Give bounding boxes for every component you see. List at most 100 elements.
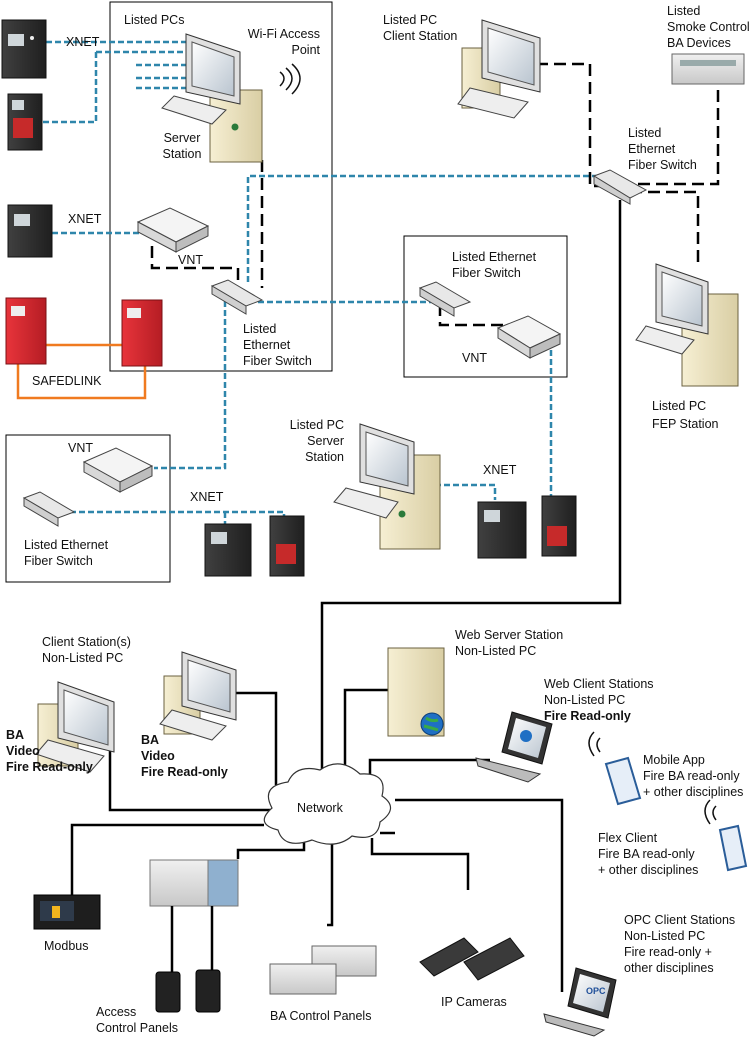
modbus-device-icon <box>33 894 101 930</box>
opc-client-label-4: other disciplines <box>624 961 714 975</box>
web-client-label-3: Fire Read-only <box>544 709 631 723</box>
fiber-switch-icon <box>418 281 472 317</box>
web-server-icon <box>387 647 445 737</box>
wifi-label-2: Point <box>291 43 321 57</box>
opc-client-label-3: Fire read-only + <box>624 945 712 959</box>
fiber-switch-label-2: Ethernet <box>243 338 291 352</box>
fire-panel-icon <box>204 523 252 577</box>
client-station-label-2: Client Station <box>383 29 458 43</box>
fiber-switch-label-3: Fiber Switch <box>628 158 697 172</box>
listed-pcs-label: Listed PCs <box>124 13 185 27</box>
access-control-label-1: Access <box>96 1005 137 1019</box>
access-controller-icon <box>149 859 239 907</box>
ba-control-panels-label: BA Control Panels <box>270 1009 372 1023</box>
fiber-switch-label-2: Ethernet <box>628 142 676 156</box>
fep-station-label-1: Listed PC <box>652 399 707 413</box>
xnet-label: XNET <box>190 490 224 504</box>
smoke-control-label-2: Smoke Control <box>667 20 750 34</box>
fire-panel-icon <box>269 515 305 577</box>
card-reader-icon <box>155 969 221 1013</box>
fiber-switch-label-2: Fiber Switch <box>24 554 93 568</box>
role-label: Fire Read-only <box>141 765 228 779</box>
fiber-switch-label-2: Fiber Switch <box>452 266 521 280</box>
web-server-label-1: Web Server Station <box>455 628 564 642</box>
role-label: Fire Read-only <box>6 760 93 774</box>
laptop-icon <box>475 711 553 783</box>
role-label: BA <box>6 728 25 742</box>
wifi-label-1: Wi-Fi Access <box>247 27 320 41</box>
opc-logo-text: OPC <box>586 986 606 996</box>
vnt-icon <box>496 315 562 359</box>
xnet-label: XNET <box>66 35 100 49</box>
safedlink-label: SAFEDLINK <box>32 374 102 388</box>
client-station-label-1: Client Station(s) <box>42 635 131 649</box>
server-station-label-2: Station <box>162 147 202 161</box>
ip-cameras-label: IP Cameras <box>441 995 507 1009</box>
network-label: Network <box>297 801 343 815</box>
laptop-icon: OPC <box>543 967 617 1037</box>
smoke-control-label-1: Listed <box>667 4 701 18</box>
fep-station-icon <box>635 263 739 387</box>
mobile-phone-icon <box>704 799 748 872</box>
vnt-label: VNT <box>68 441 93 455</box>
xnet-label: XNET <box>483 463 517 477</box>
flex-client-label-2: Fire BA read-only <box>598 847 695 861</box>
smoke-control-label-3: BA Devices <box>667 36 731 50</box>
server-station-icon <box>333 423 441 550</box>
server-station-label-1: Listed PC <box>289 418 344 432</box>
modbus-label: Modbus <box>44 939 89 953</box>
fire-panel-icon <box>541 495 577 557</box>
mobile-app-label-1: Mobile App <box>643 753 705 767</box>
web-client-label-1: Web Client Stations <box>544 677 654 691</box>
red-fire-panel-icon <box>121 299 163 367</box>
flex-client-label-3: + other disciplines <box>598 863 699 877</box>
mobile-app-label-2: Fire BA read-only <box>643 769 740 783</box>
fiber-switch-icon <box>592 169 648 205</box>
ip-camera-icon <box>419 937 525 981</box>
flex-client-label-1: Flex Client <box>598 831 658 845</box>
role-label: BA <box>141 733 160 747</box>
server-station-icon <box>161 33 301 163</box>
fep-station-label-2: FEP Station <box>652 417 719 431</box>
fiber-switch-icon <box>210 279 264 315</box>
vnt-label: VNT <box>178 253 203 267</box>
mobile-app-label-3: + other disciplines <box>643 785 744 799</box>
web-client-label-2: Non-Listed PC <box>544 693 626 707</box>
opc-client-label-1: OPC Client Stations <box>624 913 736 927</box>
ba-control-panel-icon <box>269 945 377 995</box>
role-label: Video <box>6 744 40 758</box>
fiber-switch-label-1: Listed <box>243 322 277 336</box>
red-fire-panel-icon <box>5 297 47 365</box>
network-cloud-icon <box>263 763 392 845</box>
client-station-icon <box>457 19 541 119</box>
server-station-label-2: Server <box>307 434 344 448</box>
client-station-label-2: Non-Listed PC <box>42 651 124 665</box>
fiber-switch-label-3: Fiber Switch <box>243 354 312 368</box>
fire-panel-icon <box>477 501 527 559</box>
fire-panel-icon <box>1 19 47 79</box>
fire-panel-icon <box>7 93 43 151</box>
client-station-icon <box>159 651 237 741</box>
client-station-icon <box>35 681 115 773</box>
server-station-label-1: Server <box>163 131 201 145</box>
access-control-label-2: Control Panels <box>96 1021 178 1035</box>
network-connections <box>70 200 622 992</box>
vnt-icon <box>136 207 210 253</box>
opc-client-label-2: Non-Listed PC <box>624 929 706 943</box>
fiber-switch-icon <box>22 491 76 527</box>
web-server-label-2: Non-Listed PC <box>455 644 537 658</box>
fiber-switch-label-1: Listed Ethernet <box>24 538 109 552</box>
role-label: Video <box>141 749 175 763</box>
fiber-switch-label-1: Listed <box>628 126 662 140</box>
smoke-control-device-icon <box>671 53 745 85</box>
xnet-label: XNET <box>68 212 102 226</box>
fire-panel-icon <box>7 204 53 258</box>
fiber-switch-label-1: Listed Ethernet <box>452 250 537 264</box>
listed-pcs-group-box <box>5 1 568 583</box>
mobile-phone-icon <box>588 731 642 806</box>
client-station-label-1: Listed PC <box>383 13 438 27</box>
vnt-label: VNT <box>462 351 487 365</box>
vnt-icon <box>82 447 154 493</box>
